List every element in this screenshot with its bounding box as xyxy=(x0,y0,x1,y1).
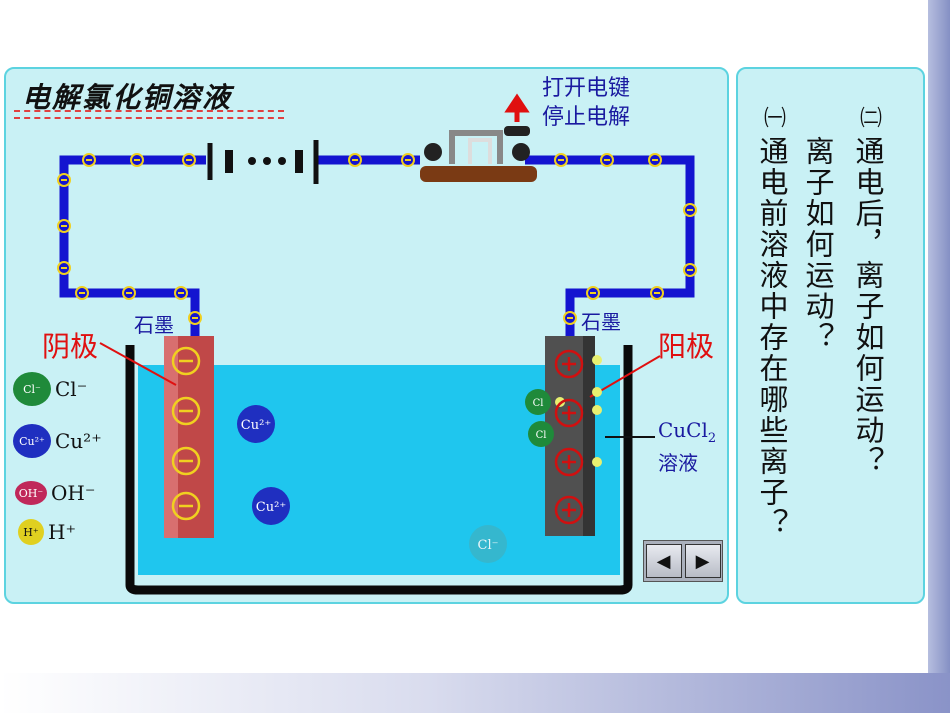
anode-label: 阳极 xyxy=(658,330,715,363)
left-wire xyxy=(59,155,420,338)
question-2-continued: 离子如何运动？ xyxy=(801,136,835,353)
ion-cl-a-label: Cl xyxy=(533,398,544,409)
prev-button[interactable]: ◀ xyxy=(645,544,682,578)
switch-line-1: 打开电键 xyxy=(542,76,631,101)
legend-cl-text: Cl⁻ xyxy=(55,377,88,401)
solution-label: CuCl2 溶液 xyxy=(658,418,716,476)
wire-electrons xyxy=(57,153,697,325)
legend-cu-text: Cu²⁺ xyxy=(55,429,102,453)
solution-name: 溶液 xyxy=(658,451,698,475)
cathode-symbols xyxy=(171,346,201,521)
ion-cl-anode-2 xyxy=(528,421,554,447)
question-panel xyxy=(736,67,925,604)
ion-cu-1 xyxy=(237,405,275,443)
legend-h: H⁺ H⁺ xyxy=(18,519,76,545)
switch-line-2: 停止电解 xyxy=(542,105,631,130)
anode-material-label: 石墨 xyxy=(581,310,621,334)
title-underline-2 xyxy=(14,117,284,119)
legend-oh: OH⁻ OH⁻ xyxy=(15,481,95,505)
question-1-text: 通电前溶液中存在哪些离子？ xyxy=(755,136,789,539)
cathode-material-label: 石墨 xyxy=(134,313,174,337)
solution-formula: CuCl xyxy=(658,418,708,442)
ion-cl-b-label: Cl xyxy=(536,430,547,441)
slide-title: 电解氯化铜溶液 xyxy=(22,81,233,114)
slide-bottom-band xyxy=(0,673,950,713)
oh-ion-icon: OH⁻ xyxy=(15,481,47,505)
legend-oh-text: OH⁻ xyxy=(51,481,96,505)
cu-ion-icon: Cu²⁺ xyxy=(13,424,51,458)
next-button[interactable]: ▶ xyxy=(684,544,721,578)
ion-cl-faded-label: Cl⁻ xyxy=(478,538,499,553)
beaker xyxy=(125,345,633,595)
right-wire xyxy=(525,155,695,338)
ion-cu-1-label: Cu²⁺ xyxy=(241,418,271,433)
question-1-marker: ㈠ xyxy=(760,106,785,130)
anode-symbols xyxy=(554,349,584,525)
ion-cu-2-label: Cu²⁺ xyxy=(256,500,286,515)
cl-ion-icon: Cl⁻ xyxy=(13,372,51,406)
question-2-text: 通电后，离子如何运动？ xyxy=(851,136,885,477)
legend-cl: Cl⁻ Cl⁻ xyxy=(13,372,87,406)
title-underline xyxy=(14,110,284,112)
switch-instruction[interactable]: 打开电键 停止电解 xyxy=(542,74,630,132)
ion-cl-anode-1 xyxy=(525,389,551,415)
ion-cu-2 xyxy=(252,487,290,525)
solution-subscript: 2 xyxy=(707,431,717,446)
legend-cu: Cu²⁺ Cu²⁺ xyxy=(13,424,102,458)
h-ion-icon: H⁺ xyxy=(18,519,44,545)
question-2-marker: ㈡ xyxy=(856,106,881,130)
slide-decoration-strip xyxy=(928,0,950,713)
legend-h-text: H⁺ xyxy=(48,520,76,544)
cathode-label: 阴极 xyxy=(42,330,99,363)
slide-nav: ◀ ▶ xyxy=(643,540,723,582)
switch-base xyxy=(420,166,537,182)
ion-cl-faded xyxy=(469,525,507,563)
switch-arrow xyxy=(504,93,530,122)
